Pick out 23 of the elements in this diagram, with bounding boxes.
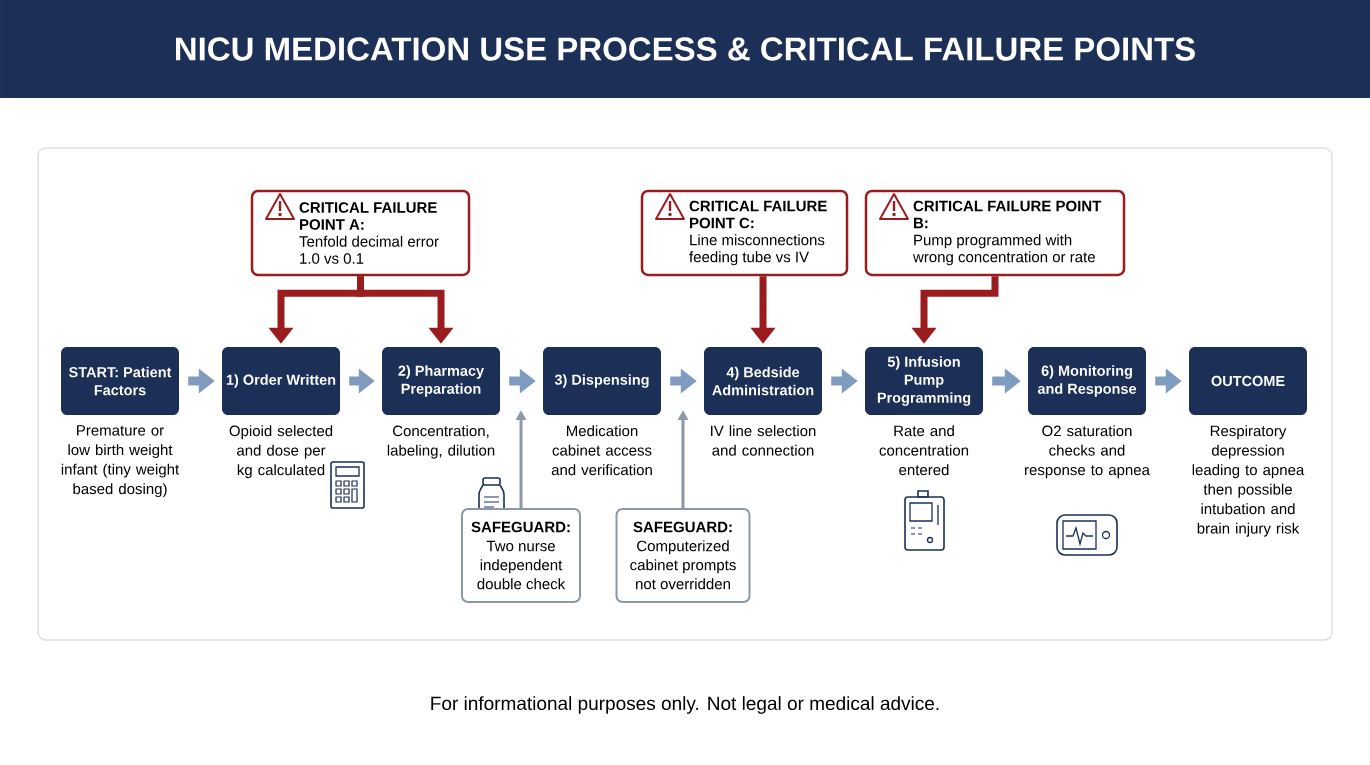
failure-point-box: CRITICAL FAILURE POINT A: Tenfold decimal error 1.0 vs 0.1: [250, 189, 471, 277]
step-description: Premature or low birth weight infant (tiny weight based dosing): [61, 425, 180, 498]
safeguard-box: SAFEGUARD: Two nurse independent double check: [461, 508, 581, 603]
title: NICU MEDICATION USE PROCESS & CRITICAL FAILURE POINTS: [176, 37, 1195, 61]
process-box: 5) Infusion Pump Programming: [865, 347, 983, 415]
step-description: Medication cabinet access and verification: [551, 425, 652, 476]
process-box: 3) Dispensing: [543, 347, 661, 415]
step-description: Concentration, labeling, dilution: [387, 425, 495, 459]
step-description: Opioid selected and dose per kg calculated: [229, 425, 333, 479]
process-box: 6) Monitoring and Response: [1028, 347, 1146, 415]
process-box: OUTCOME: [1189, 347, 1307, 415]
footer-note: For informational purposes only. Not legal or medical advice.: [431, 696, 939, 714]
failure-point-box: CRITICAL FAILURE POINT B: Pump programmed with wrong concentration or rate: [864, 189, 1126, 277]
step-description: IV line selection and connection: [711, 425, 816, 456]
step-description: Respiratory depression leading to apnea then possible intubation and brain injury risk: [1192, 425, 1305, 537]
step-description: O2 saturation checks and response to apnea: [1025, 425, 1150, 479]
safeguard-box: SAFEGUARD: Computerized cabinet prompts not overridden: [615, 508, 751, 603]
step-description: Rate and concentration entered: [879, 425, 969, 476]
process-box: 1) Order Written: [222, 347, 340, 415]
failure-point-box: CRITICAL FAILURE POINT C: Line misconnections feeding tube vs IV: [640, 189, 849, 277]
process-box: 4) Bedside Administration: [704, 347, 822, 415]
process-box: 2) Pharmacy Preparation: [382, 347, 500, 415]
process-box: START: Patient Factors: [61, 347, 179, 415]
